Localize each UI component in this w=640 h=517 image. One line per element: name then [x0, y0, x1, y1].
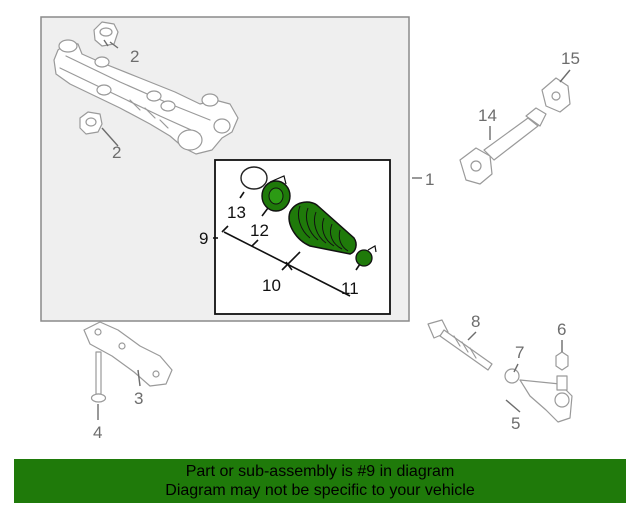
notice-banner: Part or sub-assembly is #9 in diagram Di… — [14, 459, 626, 503]
callout-6: 6 — [557, 320, 566, 339]
intermediate-shaft-14 — [459, 107, 547, 185]
callout-3: 3 — [134, 389, 143, 408]
callout-9: 9 — [199, 229, 208, 248]
inner-tie-rod-8 — [427, 319, 493, 371]
notice-line-1: Part or sub-assembly is #9 in diagram — [185, 463, 455, 480]
lock-nut-7 — [504, 368, 520, 384]
boot-clamp-12 — [261, 175, 291, 212]
callout-11: 11 — [341, 279, 359, 298]
callout-2-upper: 2 — [130, 47, 139, 66]
callout-5: 5 — [511, 414, 520, 433]
bolt-4 — [90, 351, 107, 403]
callout-7: 7 — [515, 343, 524, 362]
callout-10: 10 — [262, 276, 281, 295]
nut-6 — [555, 351, 569, 371]
steering-gear-housing — [53, 39, 239, 155]
notice-line-2: Diagram may not be specific to your vehi… — [165, 482, 475, 499]
steering-boot-10 — [288, 201, 357, 255]
callout-15: 15 — [561, 49, 580, 68]
callout-14: 14 — [478, 106, 497, 125]
bracket-15 — [541, 77, 571, 113]
callout-13: 13 — [227, 203, 246, 222]
callout-1: 1 — [425, 170, 434, 189]
boot-clamp-11 — [355, 245, 377, 267]
callout-8: 8 — [471, 312, 480, 331]
ring-13 — [240, 166, 268, 190]
callout-4: 4 — [93, 423, 102, 442]
mount-bushing-lower — [79, 111, 103, 135]
callout-2-lower: 2 — [112, 143, 121, 162]
tie-rod-end-5 — [519, 375, 573, 423]
stay-plate-3 — [83, 321, 173, 387]
callout-12: 12 — [250, 221, 269, 240]
mount-bushing-upper — [93, 21, 119, 47]
